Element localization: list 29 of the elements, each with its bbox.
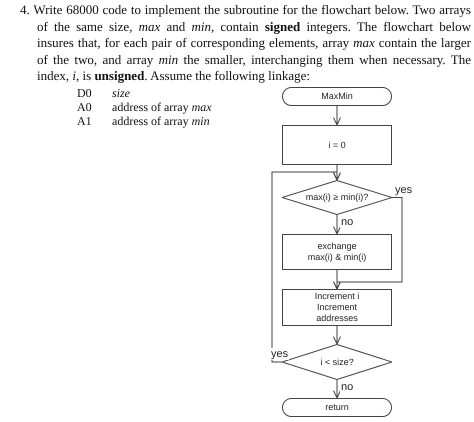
- edge-label: no: [340, 381, 354, 393]
- terminator-shape: [282, 398, 392, 417]
- node-label: i = 0: [328, 140, 346, 150]
- register-description: size: [112, 86, 130, 100]
- terminator-shape: [282, 87, 392, 106]
- register-name: D0: [77, 86, 92, 100]
- node-label: MaxMin: [321, 91, 353, 102]
- edge-label: no: [340, 216, 354, 228]
- register-description: address of array min: [112, 114, 210, 128]
- node-label: exchange max(i) & min(i): [307, 241, 367, 263]
- arrow: [333, 214, 341, 234]
- register-name: A0: [77, 100, 92, 114]
- process-box: [282, 234, 392, 270]
- node-label: Increment i Increment addresses: [314, 291, 360, 324]
- node-label: i < size?: [320, 356, 354, 368]
- question-text: 4. Write 68000 code to implement the subroutine for the flowchart below. Two arrays of the same size, max and min, contain signed integers. The flowchart below insures that, for each pair of corresponding elements, array max contain the larger of the two, and array min the smaller, interchanging them when necessary. The index, i, is unsigned. Assume the following linkage:: [20, 2, 471, 85]
- arrow: [333, 270, 341, 290]
- arrow: [333, 106, 341, 126]
- arrow: [272, 172, 341, 362]
- arrow: [333, 326, 341, 344]
- node-label: return: [325, 402, 349, 413]
- arrow: [333, 380, 341, 398]
- node-label: max(i) ≥ min(i)?: [306, 192, 368, 203]
- edge-label: yes: [270, 348, 290, 360]
- decision-diamond: [282, 180, 392, 215]
- register-name: A1: [77, 114, 92, 128]
- process-box: [282, 125, 392, 165]
- process-box: [282, 289, 392, 326]
- register-description: address of array max: [112, 100, 212, 114]
